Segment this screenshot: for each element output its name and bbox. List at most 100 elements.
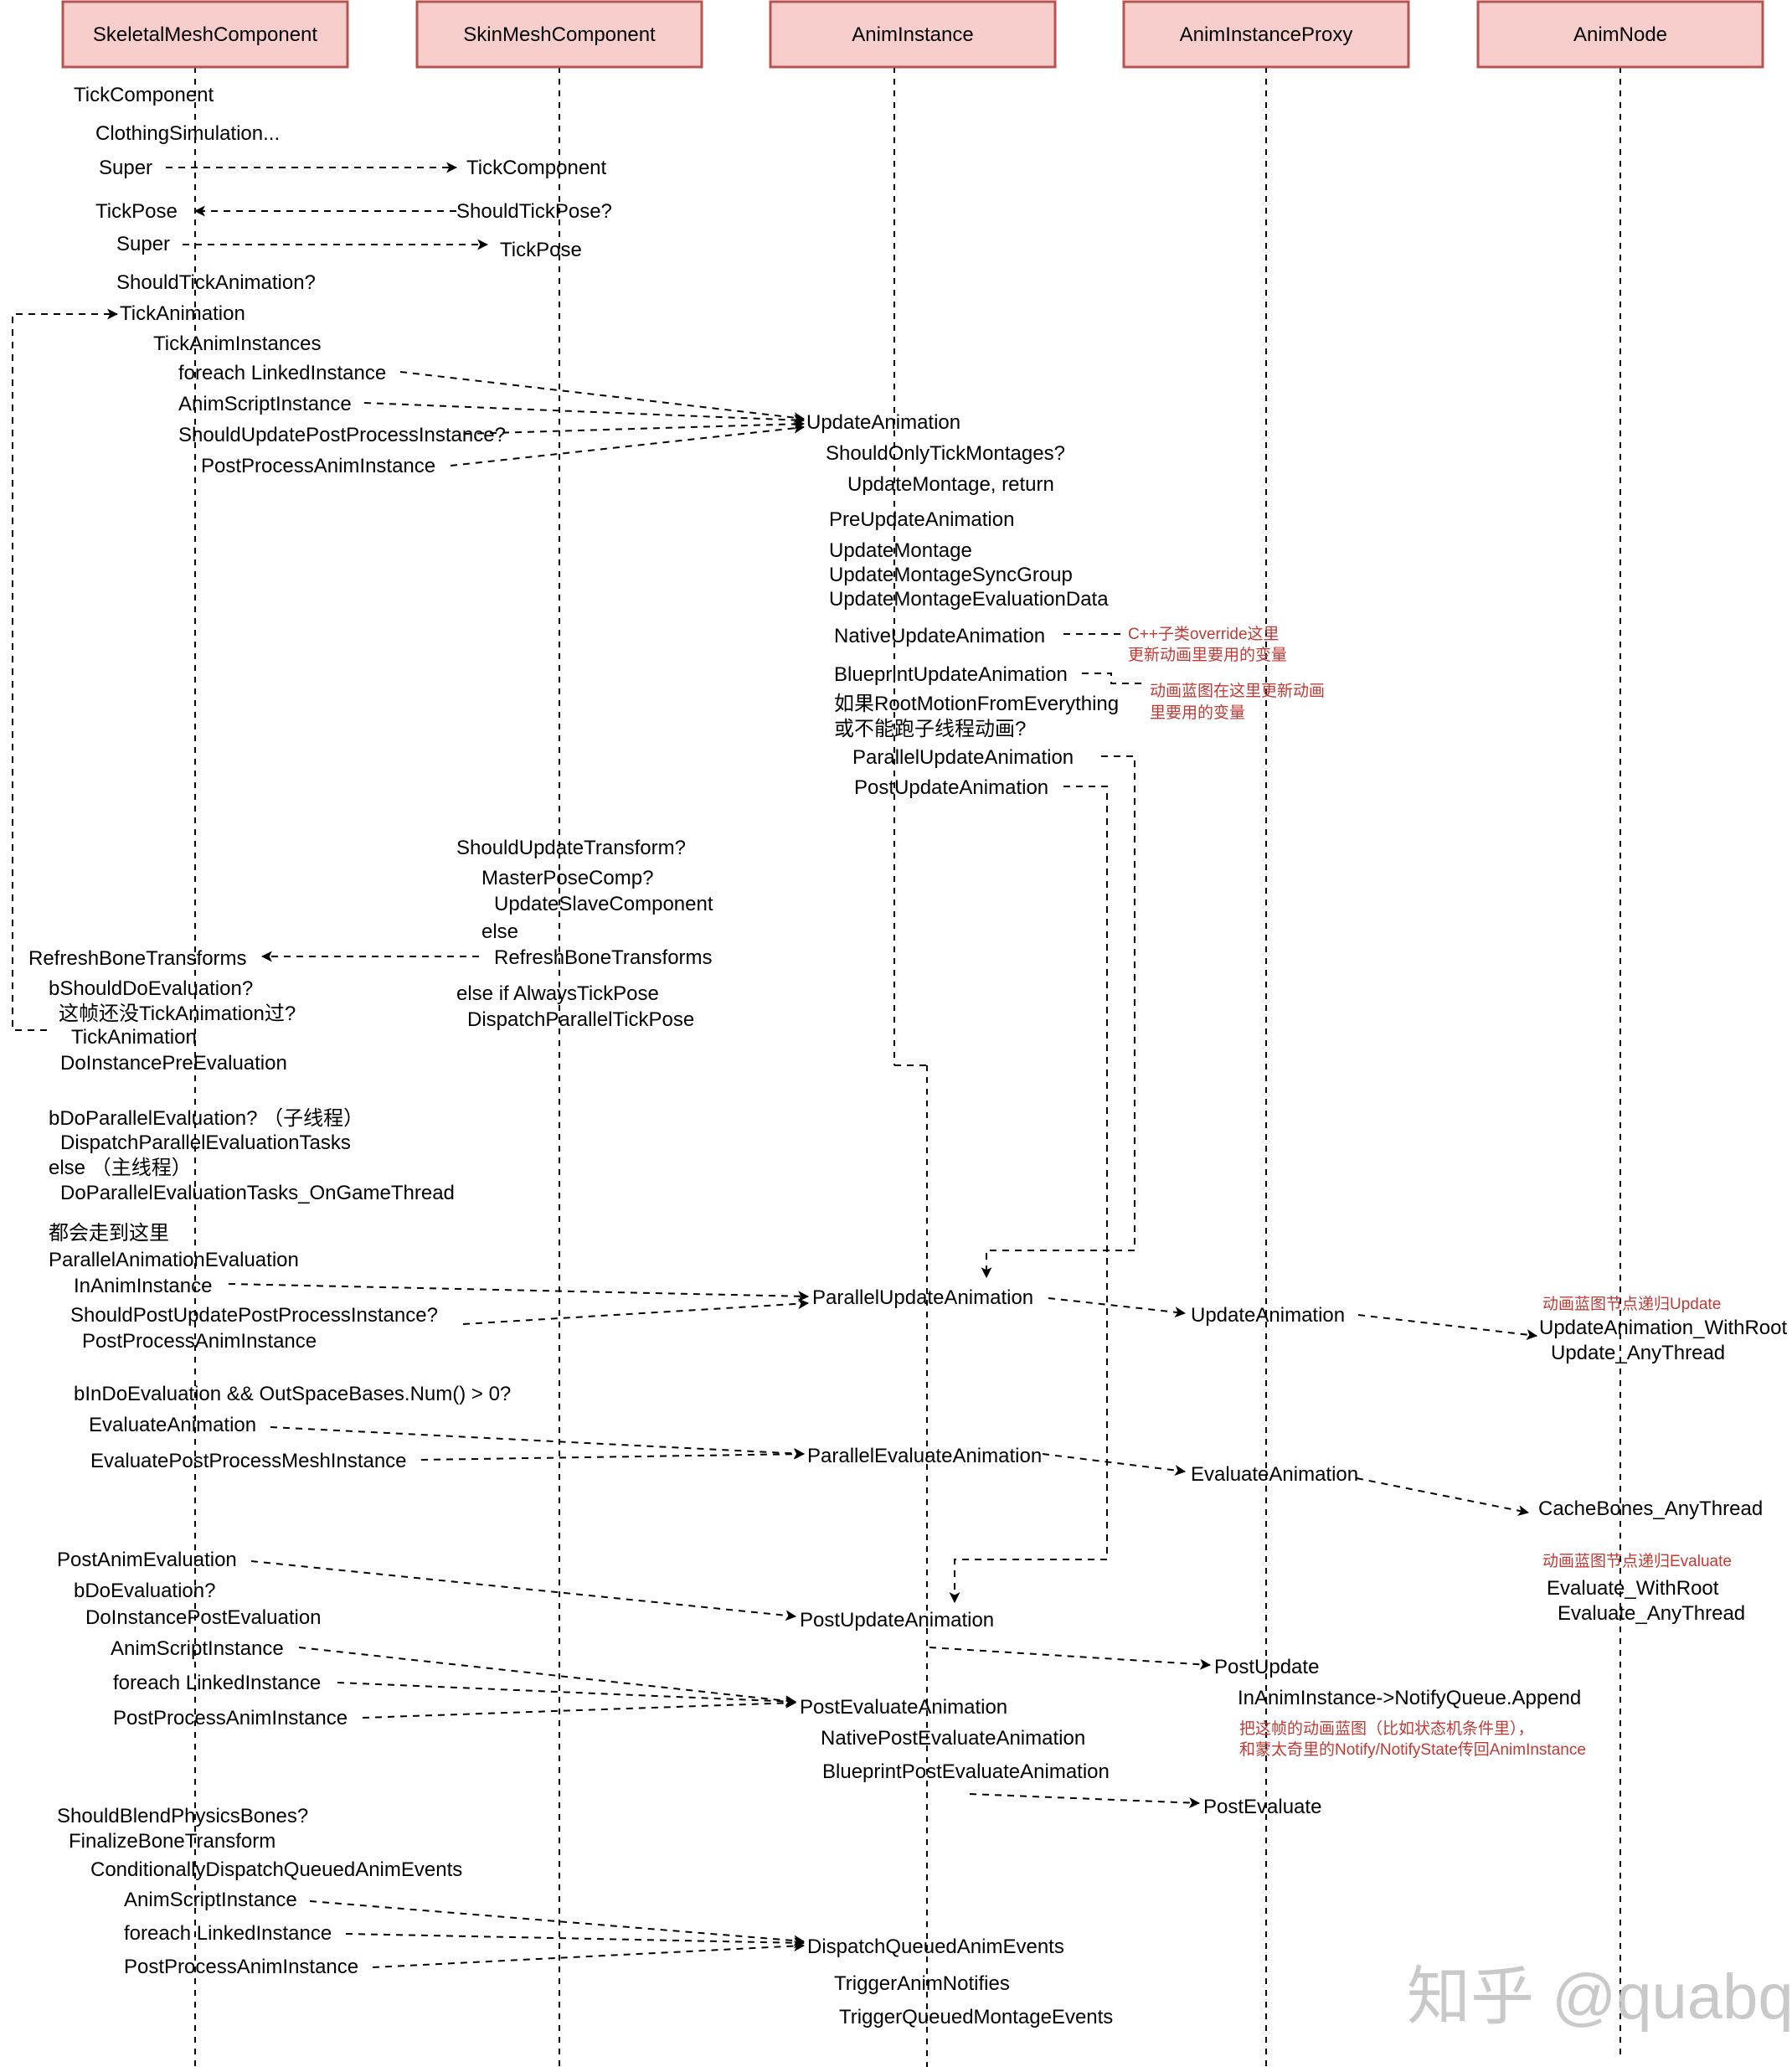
step-label: ClothingSimulation... [95, 122, 280, 145]
step-label: bShouldDoEvaluation? [49, 977, 253, 1000]
arrow-postprocess-dispatch [372, 1941, 806, 1968]
step-label: PostEvaluate [1203, 1796, 1321, 1818]
step-label: UpdateAnimation_WithRoot [1539, 1317, 1787, 1339]
step-label: else if AlwaysTickPose [456, 982, 659, 1005]
step-label: TriggerQueuedMontageEvents [839, 2006, 1113, 2028]
annotation-note: 把这帧的动画蓝图（比如状态机条件里）， [1239, 1719, 1534, 1738]
step-label: EvaluateAnimation [89, 1414, 256, 1436]
arrow-loop-tickanimation [12, 308, 119, 1031]
header-skeletal: SkeletalMeshComponent [61, 0, 349, 69]
arrow-postprocess-posteval [362, 1697, 797, 1719]
step-label: Evaluate_WithRoot [1547, 1577, 1719, 1600]
step-label: PostUpdateAnimation [800, 1609, 994, 1631]
step-label: PostAnimEvaluation [57, 1549, 237, 1571]
step-label: 都会走到这里 [49, 1222, 169, 1245]
step-label: bDoEvaluation? [74, 1580, 215, 1602]
step-label: PostUpdate [1214, 1656, 1319, 1678]
step-label: ParallelUpdateAnimation [852, 746, 1074, 769]
step-label: EvaluateAnimation [1191, 1463, 1358, 1486]
step-label: PostEvaluateAnimation [800, 1696, 1007, 1719]
step-label: BlueprintPostEvaluateAnimation [822, 1760, 1110, 1783]
annotation-note: 更新动画里要用的变量 [1128, 646, 1287, 664]
step-label: PostUpdateAnimation [854, 776, 1048, 799]
step-label: 这帧还没TickAnimation过? [59, 1003, 296, 1025]
step-label: TickComponent [466, 157, 607, 179]
arrow-evaluate-cachebones [1356, 1477, 1530, 1517]
step-label: ParallelUpdateAnimation [812, 1286, 1033, 1309]
step-label: foreach LinkedInstance [124, 1922, 332, 1945]
arrow-blueprint-note [1082, 673, 1147, 684]
step-label: else [481, 920, 518, 943]
annotation-note: C++子类override这里 [1128, 625, 1280, 643]
step-label: BlueprintUpdateAnimation [834, 663, 1068, 686]
step-label: PostProcessAnimInstance [124, 1956, 358, 1978]
step-label: TriggerAnimNotifies [834, 1972, 1010, 1995]
step-label: NativePostEvaluateAnimation [821, 1727, 1085, 1750]
step-label: else （主线程） [49, 1157, 192, 1179]
step-label: DoInstancePostEvaluation [85, 1606, 322, 1629]
arrow-shouldpost-updateanimation [464, 418, 806, 435]
arrow-linked-updateanimation [399, 371, 806, 424]
step-label: InAnimInstance [74, 1275, 212, 1297]
step-label: ShouldUpdateTransform? [456, 837, 686, 859]
annotation-note: 动画蓝图节点递归Update [1542, 1295, 1721, 1313]
step-label: TickAnimation [71, 1026, 197, 1049]
step-label: PreUpdateAnimation [829, 508, 1014, 531]
step-label: CacheBones_AnyThread [1538, 1497, 1763, 1520]
step-label: MasterPoseComp? [481, 867, 653, 889]
step-label: PostProcessAnimInstance [201, 455, 435, 477]
step-label: TickPose [95, 200, 178, 223]
arrow-linked-posteval [337, 1682, 797, 1707]
step-label: RefreshBoneTransforms [494, 946, 713, 969]
step-label: ShouldTickAnimation? [116, 271, 316, 294]
step-label: foreach LinkedInstance [178, 362, 386, 384]
step-label: UpdateMontage, return [847, 473, 1054, 496]
step-label: AnimScriptInstance [178, 393, 352, 415]
arrow-linked-dispatch [345, 1933, 806, 1949]
header-box [61, 0, 349, 69]
header-skin: SkinMeshComponent [415, 0, 703, 69]
arrow-parallelupdate-route [981, 755, 1135, 1279]
step-label: EvaluatePostProcessMeshInstance [90, 1450, 407, 1472]
step-label: PostProcessAnimInstance [82, 1330, 317, 1353]
arrow-updateanimation-withroot [1357, 1314, 1538, 1341]
header-label: AnimInstanceProxy [1180, 23, 1353, 46]
step-label: ParallelAnimationEvaluation [49, 1249, 299, 1271]
step-label: AnimScriptInstance [124, 1889, 297, 1911]
arrow-postanimeval-postupdate [250, 1560, 797, 1621]
arrow-inaniminstance-parallelupdate [228, 1283, 810, 1302]
lifeline-headers: SkeletalMeshComponent SkinMeshComponent An… [61, 0, 1764, 69]
step-label: DoParallelEvaluationTasks_OnGameThread [60, 1182, 455, 1204]
arrow-blueprintposteval-posteval [969, 1793, 1201, 1809]
arrow-shouldpostupdate-parallelupdate [462, 1298, 810, 1325]
arrow-evaluate-parallelevaluate [270, 1426, 806, 1459]
watermark: 知乎 @quabqi [1407, 1961, 1792, 2033]
step-label: Update_AnyThread [1551, 1342, 1725, 1364]
header-proxy: AnimInstanceProxy [1122, 0, 1410, 69]
step-label: Evaluate_AnyThread [1558, 1602, 1745, 1625]
arrow-parallelevaluate-evaluate [1042, 1453, 1187, 1476]
arrow-postupdate-proxy [929, 1647, 1212, 1670]
step-label: DispatchQueuedAnimEvents [807, 1936, 1064, 1958]
step-label: ShouldPostUpdatePostProcessInstance? [70, 1304, 438, 1327]
step-label: UpdateAnimation [806, 411, 960, 434]
step-label: bDoParallelEvaluation? （子线程） [49, 1107, 363, 1130]
step-label: ConditionallyDispatchQueuedAnimEvents [90, 1858, 462, 1881]
header-label: AnimInstance [852, 23, 973, 46]
arrow-animscript-posteval [298, 1647, 797, 1707]
annotation-note: 动画蓝图在这里更新动画 [1150, 682, 1325, 700]
step-label: Super [116, 233, 170, 255]
step-label: ShouldOnlyTickMontages? [826, 442, 1065, 465]
step-label: 或不能跑子线程动画? [834, 718, 1026, 740]
step-label: Super [99, 157, 152, 179]
header-box [769, 0, 1057, 69]
header-label: AnimNode [1573, 23, 1667, 46]
step-label: DispatchParallelTickPose [467, 1008, 694, 1031]
arrow-evalpostprocess-parallelevaluate [420, 1448, 806, 1461]
annotation-note: 和蒙太奇里的Notify/NotifyState传回AnimInstance [1239, 1740, 1586, 1759]
lifelines [194, 67, 1621, 2067]
arrow-postupdate-route [949, 786, 1108, 1604]
notes: C++子类override这里更新动画里要用的变量动画蓝图在这里更新动画里要用的… [1128, 625, 1732, 1759]
step-label: UpdateAnimation [1191, 1304, 1345, 1327]
